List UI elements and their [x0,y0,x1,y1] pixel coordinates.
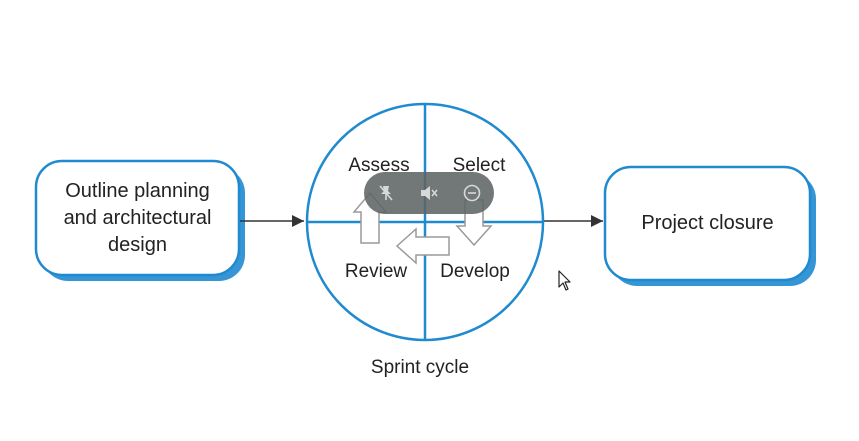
mouse-cursor-icon [558,270,571,291]
end-box-frame [603,165,812,282]
start-box-line: Outline planning [65,179,210,202]
quadrant-select-label: Select [452,155,506,176]
end-box [603,165,816,286]
sprint-cycle-caption: Sprint cycle [370,357,470,378]
sprint-cycle [305,102,545,342]
start-box-label: Outline planning and architectural desig… [36,161,239,275]
mute-icon[interactable] [409,172,449,214]
quadrant-review-label: Review [344,261,408,282]
start-box-line: design [108,233,167,256]
end-box-label: Project closure [641,212,774,234]
start-box-line: and architectural [63,206,212,229]
minimize-icon[interactable] [452,172,492,214]
quadrant-assess-label: Assess [348,155,410,176]
start-box-frame [34,159,241,277]
pin-off-icon[interactable] [366,172,406,214]
left-arrow-icon [395,227,450,265]
media-overlay-toolbar[interactable] [364,172,494,214]
start-box [34,159,245,281]
quadrant-develop-label: Develop [440,261,510,282]
